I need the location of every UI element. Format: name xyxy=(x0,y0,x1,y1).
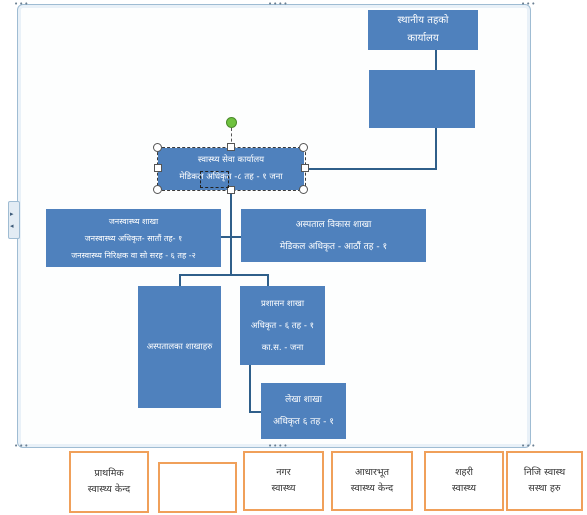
box-line: स्वास्थ्य सेवा कार्यालय xyxy=(197,155,265,165)
connector-main-trunk xyxy=(230,190,232,275)
box-line: नगर xyxy=(276,467,291,478)
connector-right-branch xyxy=(231,236,241,238)
connector-admin-to-accounts-vertical xyxy=(249,365,251,412)
box-line: आधारभूत xyxy=(355,467,389,478)
primary-health-center-box[interactable]: प्राथमिक स्वास्थ्य केन्द xyxy=(69,451,149,513)
box-line: मेडिकल अधिकृत -८ तह - १ जना xyxy=(179,172,283,182)
resize-handle-top[interactable] xyxy=(227,143,235,151)
connector-admin-to-accounts-horizontal xyxy=(249,411,261,413)
resize-handle-top-right[interactable] xyxy=(299,143,308,152)
box-line: कार्यालय xyxy=(407,33,439,44)
canvas-top-resize-handle[interactable]: •••• xyxy=(268,0,289,8)
health-office-box[interactable]: स्वास्थ्य सेवा कार्यालय मेडिकल अधिकृत -८… xyxy=(158,148,304,190)
local-office-box[interactable]: स्थानीय तहको कार्यालय xyxy=(368,10,478,50)
selection-outline xyxy=(157,147,306,191)
box-line: मेडिकल अधिकृत - आठौं तह - १ xyxy=(279,241,388,252)
empty-box[interactable] xyxy=(369,70,475,128)
connector-right-horizontal xyxy=(305,168,437,170)
box-line: प्राथमिक xyxy=(94,468,124,479)
box-line: अस्पताल विकास शाखा xyxy=(295,219,372,230)
box-line: स्वास्थ्य xyxy=(451,483,477,494)
resize-handle-top-left[interactable] xyxy=(153,143,162,152)
collapse-arrow-icon: ◂ xyxy=(10,222,14,230)
canvas-bottom-resize-handle[interactable]: •••• xyxy=(268,442,289,450)
box-line: सस्था हरु xyxy=(528,483,561,494)
empty-orange-box[interactable] xyxy=(158,462,237,513)
canvas-bottomright-resize-handle[interactable]: ••• xyxy=(521,442,537,450)
canvas-bottomleft-resize-handle[interactable]: ••• xyxy=(14,442,30,450)
canvas-topleft-resize-handle[interactable]: ••• xyxy=(14,0,30,8)
public-health-box[interactable]: जनस्वास्थ्य शाखा जनस्वास्थ्य अधिकृत- सात… xyxy=(46,209,221,267)
text-edit-cursor-box xyxy=(200,171,229,188)
box-line: स्वास्थ्य xyxy=(271,483,296,494)
private-health-institutions-box[interactable]: निजि स्वास्थ सस्था हरु xyxy=(506,451,583,511)
box-line: जनस्वास्थ्य अधिकृत- सातौं तह- १ xyxy=(84,233,183,243)
urban-health-box[interactable]: शहरी स्वास्थ्य xyxy=(424,451,504,511)
accounts-box[interactable]: लेखा शाखा अधिकृत ६ तह - १ xyxy=(261,383,346,439)
admin-box[interactable]: प्रशासन शाखा अधिकृत - ६ तह - १ का.स. - ज… xyxy=(240,286,325,365)
box-line: लेखा शाखा xyxy=(285,395,322,405)
box-line: स्वास्थ्य केन्द xyxy=(87,484,131,495)
resize-handle-bottom-left[interactable] xyxy=(153,185,162,194)
connector-right-vertical xyxy=(435,128,437,170)
box-line: अधिकृत - ६ तह - १ xyxy=(250,320,315,331)
text-pane-toggle[interactable]: ▸ ◂ xyxy=(8,201,20,239)
box-line: निजि स्वास्थ xyxy=(523,467,566,478)
resize-handle-bottom-right[interactable] xyxy=(299,185,308,194)
box-line: अधिकृत ६ तह - १ xyxy=(273,417,334,427)
resize-handle-left[interactable] xyxy=(154,164,162,172)
box-line: स्थानीय तहको xyxy=(397,15,449,26)
rotation-stem xyxy=(231,128,232,147)
connector-local-office-down xyxy=(435,50,437,70)
canvas-topright-resize-handle[interactable]: ••• xyxy=(521,0,537,8)
connector-left-branch xyxy=(221,236,231,238)
resize-handle-right[interactable] xyxy=(301,164,309,172)
box-line: जनस्वास्थ्य शाखा xyxy=(108,216,159,226)
city-health-box[interactable]: नगर स्वास्थ्य xyxy=(243,451,324,511)
connector-to-hospital-branches xyxy=(179,274,181,286)
box-line: का.स. - जना xyxy=(261,342,304,353)
basic-health-center-box[interactable]: आधारभूत स्वास्थ्य केन्द xyxy=(331,451,413,511)
resize-handle-bottom[interactable] xyxy=(227,186,235,194)
box-line: जनस्वास्थ्य निरिक्षक वा सो सरह - ६ तह -२ xyxy=(71,250,196,260)
rotate-handle[interactable] xyxy=(226,117,237,128)
hospital-branches-box[interactable]: अस्पतालका शाखाहरु xyxy=(138,286,221,408)
hospital-dev-box[interactable]: अस्पताल विकास शाखा मेडिकल अधिकृत - आठौं … xyxy=(241,209,426,262)
box-line: प्रशासन शाखा xyxy=(260,298,305,309)
box-line: अस्पतालका शाखाहरु xyxy=(146,341,213,352)
connector-to-admin xyxy=(267,274,269,286)
box-line: स्वास्थ्य केन्द xyxy=(350,483,394,494)
box-line: शहरी xyxy=(455,467,473,478)
connector-bottom-horizontal xyxy=(179,274,269,276)
expand-arrow-icon: ▸ xyxy=(10,210,14,218)
